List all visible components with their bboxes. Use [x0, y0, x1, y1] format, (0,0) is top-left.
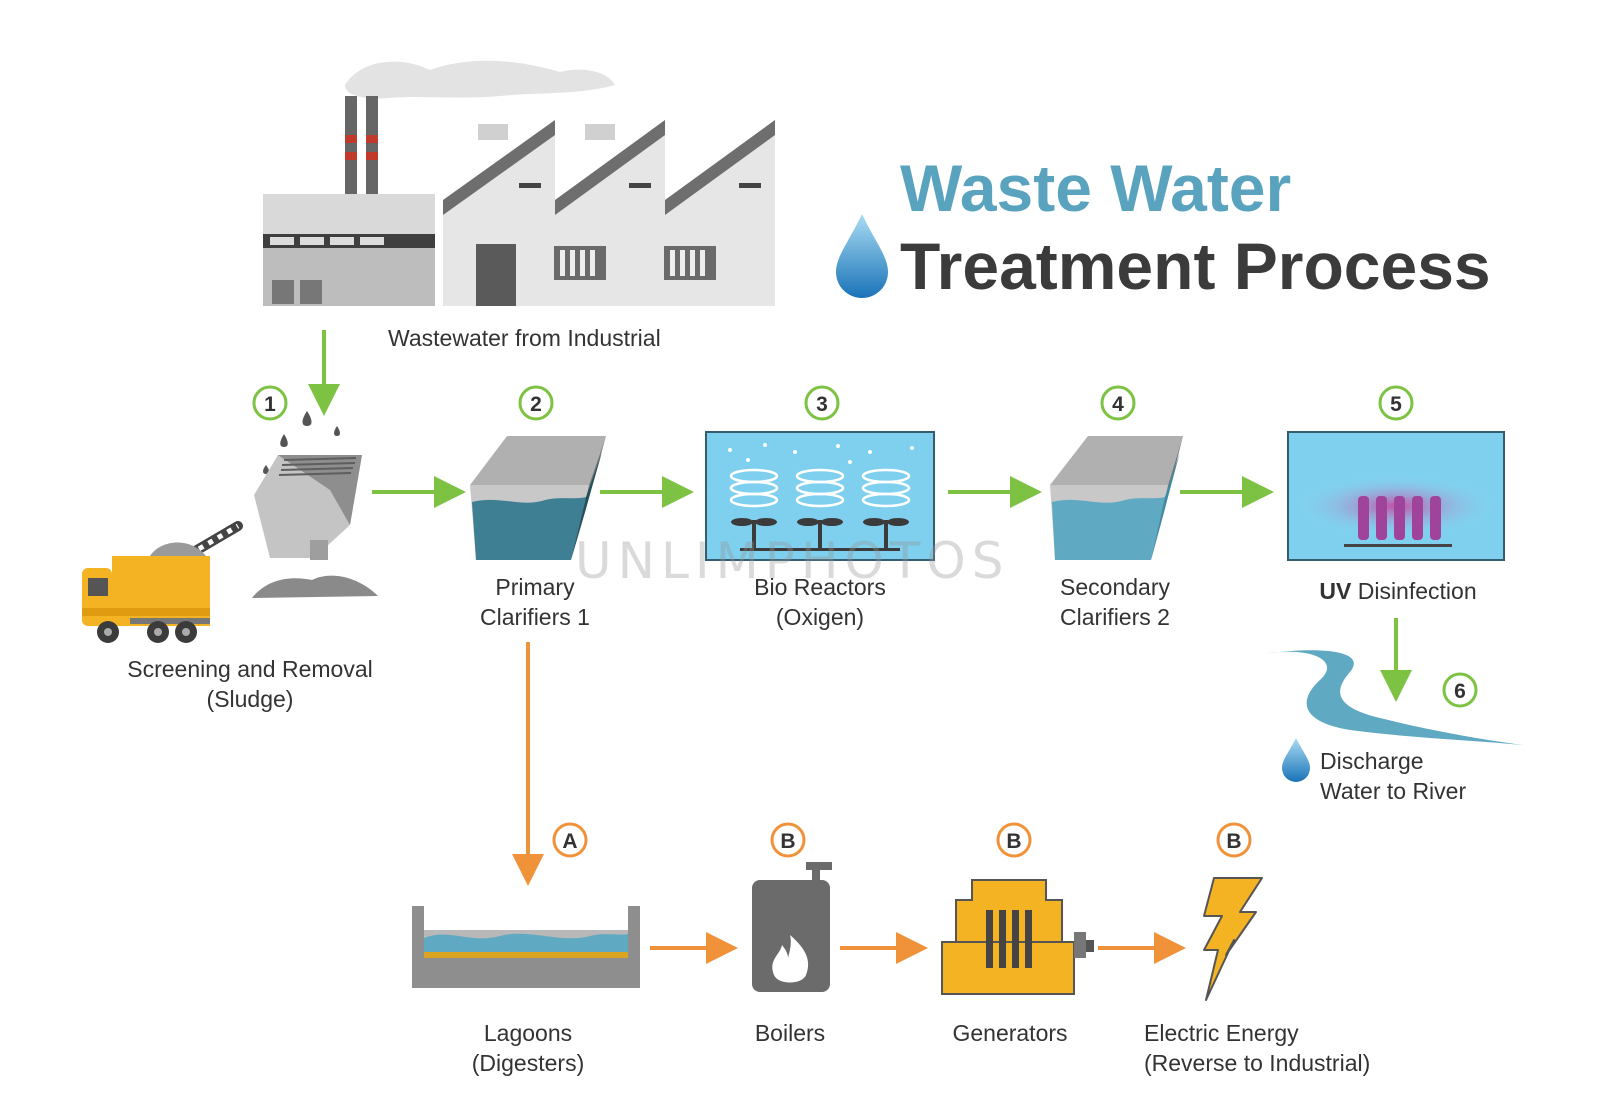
step-badge-4: 4 [1100, 385, 1136, 421]
secondary-clarifier-illustration [1050, 436, 1183, 560]
svg-text:B: B [1226, 830, 1241, 853]
title-line-1: Waste Water [900, 151, 1292, 225]
flame-icon [772, 935, 809, 983]
electric-energy-label: Electric Energy(Reverse to Industrial) [1144, 1020, 1371, 1076]
svg-text:B: B [1006, 830, 1021, 853]
boilers-label: Boilers [754, 1020, 826, 1046]
water-drop-icon [836, 214, 888, 298]
screening-illustration [82, 411, 378, 643]
uv-illustration [1287, 431, 1505, 561]
lagoon-illustration [412, 906, 640, 988]
primary-clarifier-illustration [470, 436, 606, 560]
svg-text:4: 4 [1112, 393, 1124, 416]
svg-text:A: A [562, 830, 577, 853]
step-3-label: Bio Reactors(Oxigen) [754, 574, 886, 630]
flow-arrows [308, 330, 1412, 964]
step-badge-5: 5 [1378, 385, 1414, 421]
lagoons-label: Lagoons(Digesters) [471, 1020, 585, 1076]
river-illustration [1262, 650, 1523, 782]
svg-text:B: B [780, 830, 795, 853]
step-badge-6: 6 [1442, 672, 1478, 708]
svg-text:2: 2 [530, 393, 542, 416]
lightning-bolt-icon [1203, 877, 1263, 1001]
source-label: Wastewater from Industrial [388, 325, 661, 351]
title-line-2: Treatment Process [900, 229, 1491, 303]
energy-badge-b-generators: B [996, 822, 1032, 858]
svg-text:6: 6 [1454, 680, 1466, 703]
boiler-illustration [752, 862, 832, 992]
svg-text:1: 1 [264, 393, 276, 416]
factory-illustration [263, 60, 775, 306]
step-badge-1: 1 [252, 385, 288, 421]
step-5-label: UV Disinfection [1319, 578, 1477, 604]
generators-label: Generators [952, 1020, 1068, 1046]
step-badge-3: 3 [804, 385, 840, 421]
svg-text:3: 3 [816, 393, 828, 416]
energy-badge-b-electric: B [1216, 822, 1252, 858]
generator-illustration [941, 879, 1094, 995]
water-drop-icon [1282, 738, 1310, 782]
energy-badge-b-boilers: B [770, 822, 806, 858]
step-1-label: Screening and Removal(Sludge) [127, 656, 373, 712]
bio-reactor-illustration [705, 431, 935, 561]
svg-text:5: 5 [1390, 393, 1402, 416]
step-badge-2: 2 [518, 385, 554, 421]
energy-badge-a: A [552, 822, 588, 858]
watermark: UNLIMPHOTOS [575, 532, 1010, 590]
